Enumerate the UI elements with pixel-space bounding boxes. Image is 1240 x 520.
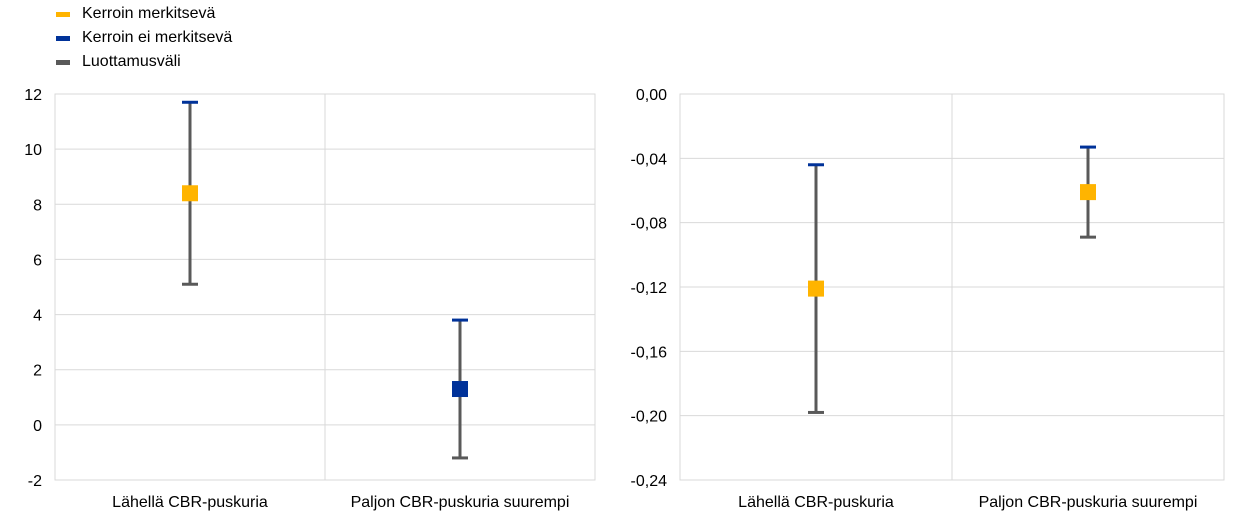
coefficient-marker (182, 185, 198, 202)
x-tick-label: Paljon CBR-puskuria suurempi (979, 494, 1198, 511)
y-tick-label: 10 (24, 142, 42, 159)
y-tick-label: -0,16 (631, 344, 668, 361)
y-tick-label: -0,24 (631, 473, 668, 490)
coefficient-marker (452, 381, 468, 398)
y-tick-label: -0,08 (631, 216, 668, 233)
y-tick-label: -0,20 (631, 409, 668, 426)
y-tick-label: 0 (33, 418, 42, 435)
x-tick-label: Paljon CBR-puskuria suurempi (351, 494, 570, 511)
y-tick-label: -0,04 (631, 151, 668, 168)
legend: Kerroin merkitsevä Kerroin ei merkitsevä… (56, 2, 232, 74)
legend-label-confidence-interval: Luottamusväli (82, 53, 181, 70)
coefficient-marker (1080, 184, 1096, 201)
y-tick-label: 0,00 (636, 87, 667, 104)
legend-label-significant: Kerroin merkitsevä (82, 5, 216, 22)
legend-swatch-confidence-interval (56, 59, 70, 65)
x-tick-label: Lähellä CBR-puskuria (112, 494, 268, 511)
y-tick-label: -2 (28, 473, 42, 490)
y-tick-label: 12 (24, 87, 42, 104)
legend-swatch-significant (56, 11, 70, 17)
legend-item-not-significant: Kerroin ei merkitsevä (56, 26, 232, 50)
chart-2: 0,00 -0,04 -0,08 -0,12 -0,16 -0,20 -0,24Lähell… (631, 87, 1225, 511)
y-tick-label: 2 (33, 363, 42, 380)
coefficient-marker (808, 280, 824, 297)
legend-item-significant: Kerroin merkitsevä (56, 2, 232, 26)
legend-swatch-not-significant (56, 35, 70, 41)
y-tick-label: 6 (33, 252, 42, 269)
y-tick-label: 8 (33, 197, 42, 214)
legend-label-not-significant: Kerroin ei merkitsevä (82, 29, 233, 46)
y-tick-label: 4 (33, 308, 42, 325)
y-tick-label: -0,12 (631, 280, 668, 297)
legend-item-confidence-interval: Luottamusväli (56, 50, 232, 74)
x-tick-label: Lähellä CBR-puskuria (738, 494, 894, 511)
